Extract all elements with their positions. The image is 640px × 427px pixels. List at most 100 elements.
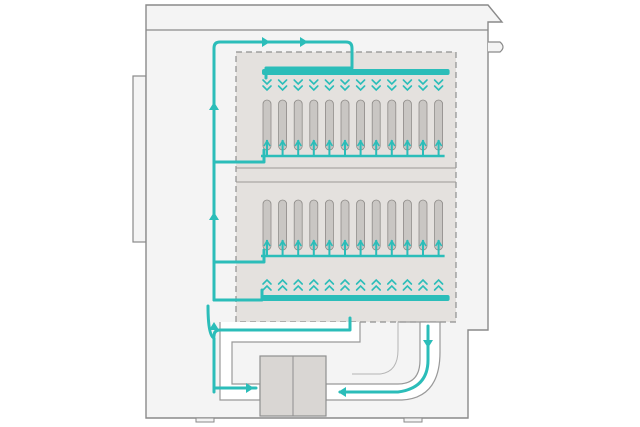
- top-jet-chevron: [340, 79, 350, 86]
- foot-left: [195, 417, 215, 423]
- lower-plate-arrow: [419, 239, 427, 247]
- bottom-jet-chevron: [355, 284, 366, 291]
- lower-plate-arrow: [388, 239, 396, 247]
- bottom-jet-chevron: [293, 284, 303, 291]
- arrow-left-up-3: [209, 322, 219, 330]
- exhaust-duct-inner: [352, 322, 399, 375]
- bottom-jet-chevron: [324, 284, 335, 291]
- upper-plate-arrow: [310, 139, 318, 147]
- bottom-jet-chevron: [418, 284, 428, 291]
- bottom-jet-chevron: [262, 278, 272, 285]
- top-jet-chevron: [262, 85, 272, 92]
- bottom-jet-chevron: [324, 278, 335, 285]
- top-jet-chevron: [387, 85, 397, 92]
- top-jet-chevron: [387, 79, 397, 86]
- airflow-lower-feed: [212, 248, 266, 264]
- top-jet-chevron: [293, 79, 303, 86]
- arrow-duct-down: [423, 340, 433, 348]
- top-jet-chevron: [402, 85, 413, 92]
- upper-plate-arrow: [263, 139, 271, 147]
- top-spray-rail: [262, 69, 450, 75]
- upper-plate-rack: [261, 99, 445, 158]
- flow-arrows: [209, 37, 433, 397]
- top-jet-chevron: [418, 79, 428, 86]
- top-jet-chevron: [433, 79, 444, 86]
- airflow-duct-return: [338, 324, 430, 394]
- bottom-jet-chevron: [309, 278, 319, 285]
- bottom-jet-chevron: [433, 278, 444, 285]
- upper-plate-arrow: [434, 139, 443, 147]
- bottom-jet-chevron: [293, 278, 303, 285]
- bottom-jet-chevron: [371, 278, 381, 285]
- lower-plate-arrow: [294, 239, 302, 247]
- foot-right: [403, 417, 423, 423]
- upper-plate-arrow: [388, 139, 396, 147]
- airflow-upper-feed: [212, 148, 266, 164]
- top-jet-chevron: [324, 85, 335, 92]
- lower-plate-rack: [261, 199, 445, 258]
- top-jet-chevron: [293, 85, 303, 92]
- bottom-jet-chevron: [277, 284, 288, 291]
- lower-plate-arrow: [278, 239, 287, 247]
- wash-chamber: [235, 51, 457, 323]
- left-side-panel: [132, 75, 147, 243]
- top-jet-chevron: [355, 79, 366, 86]
- airflow-paths: [206, 40, 430, 394]
- lower-plate-arrow: [325, 239, 334, 247]
- top-jet-chevron: [262, 79, 272, 86]
- top-jet-chevron: [355, 85, 366, 92]
- bottom-jet-chevron: [309, 284, 319, 291]
- airflow-bottom-loop: [212, 316, 352, 338]
- top-jet-chevron: [340, 85, 350, 92]
- arrow-top-mid: [300, 37, 308, 47]
- upper-plate-arrow: [341, 139, 349, 147]
- door-handle: [488, 41, 504, 53]
- bottom-jet-chevron: [340, 284, 350, 291]
- arrow-top-right: [262, 37, 270, 47]
- arrow-into-heater: [246, 383, 254, 393]
- upper-plate-arrow: [294, 139, 302, 147]
- lower-plate-arrow: [310, 239, 318, 247]
- bottom-jet-chevron: [402, 284, 413, 291]
- bottom-jet-chevron: [355, 278, 366, 285]
- arrow-left-up-1: [209, 102, 219, 110]
- lower-plate-arrow: [356, 239, 365, 247]
- arrow-duct-return: [338, 387, 346, 397]
- airflow-left-riser: [206, 304, 216, 394]
- upper-plate-arrow: [403, 139, 412, 147]
- lower-plate-arrow: [434, 239, 443, 247]
- bottom-jet-chevron: [277, 278, 288, 285]
- lower-plate-arrow: [403, 239, 412, 247]
- top-jet-chevron: [277, 85, 288, 92]
- lower-plate-arrow: [372, 239, 380, 247]
- upper-plate-arrow: [356, 139, 365, 147]
- upper-plate-arrow: [278, 139, 287, 147]
- bottom-spray-rail: [262, 295, 450, 301]
- airflow-bottom-rail: [212, 288, 264, 302]
- bottom-jet-chevron: [340, 278, 350, 285]
- bottom-jet-chevron: [387, 284, 397, 291]
- top-jet-chevron: [371, 79, 381, 86]
- upper-plate-arrow: [372, 139, 380, 147]
- bottom-jet-chevron: [418, 278, 428, 285]
- upper-plate-arrow: [325, 139, 334, 147]
- top-jet-chevron: [402, 79, 413, 86]
- lower-plate-arrow: [263, 239, 271, 247]
- bottom-jet-chevron: [387, 278, 397, 285]
- top-jet-chevron: [277, 79, 288, 86]
- spray-rails: [262, 69, 450, 301]
- top-jet-chevron: [418, 85, 428, 92]
- upper-plate-arrow: [419, 139, 427, 147]
- top-jet-chevron: [371, 85, 381, 92]
- lower-plate-arrow: [341, 239, 349, 247]
- top-jet-chevron: [324, 79, 335, 86]
- bottom-jet-chevron: [402, 278, 413, 285]
- top-jet-chevron: [433, 85, 444, 92]
- bottom-jet-chevron: [371, 284, 381, 291]
- top-jet-chevron: [309, 79, 319, 86]
- arrow-left-up-2: [209, 212, 219, 220]
- top-jet-chevron: [309, 85, 319, 92]
- bottom-jet-chevron: [433, 284, 444, 291]
